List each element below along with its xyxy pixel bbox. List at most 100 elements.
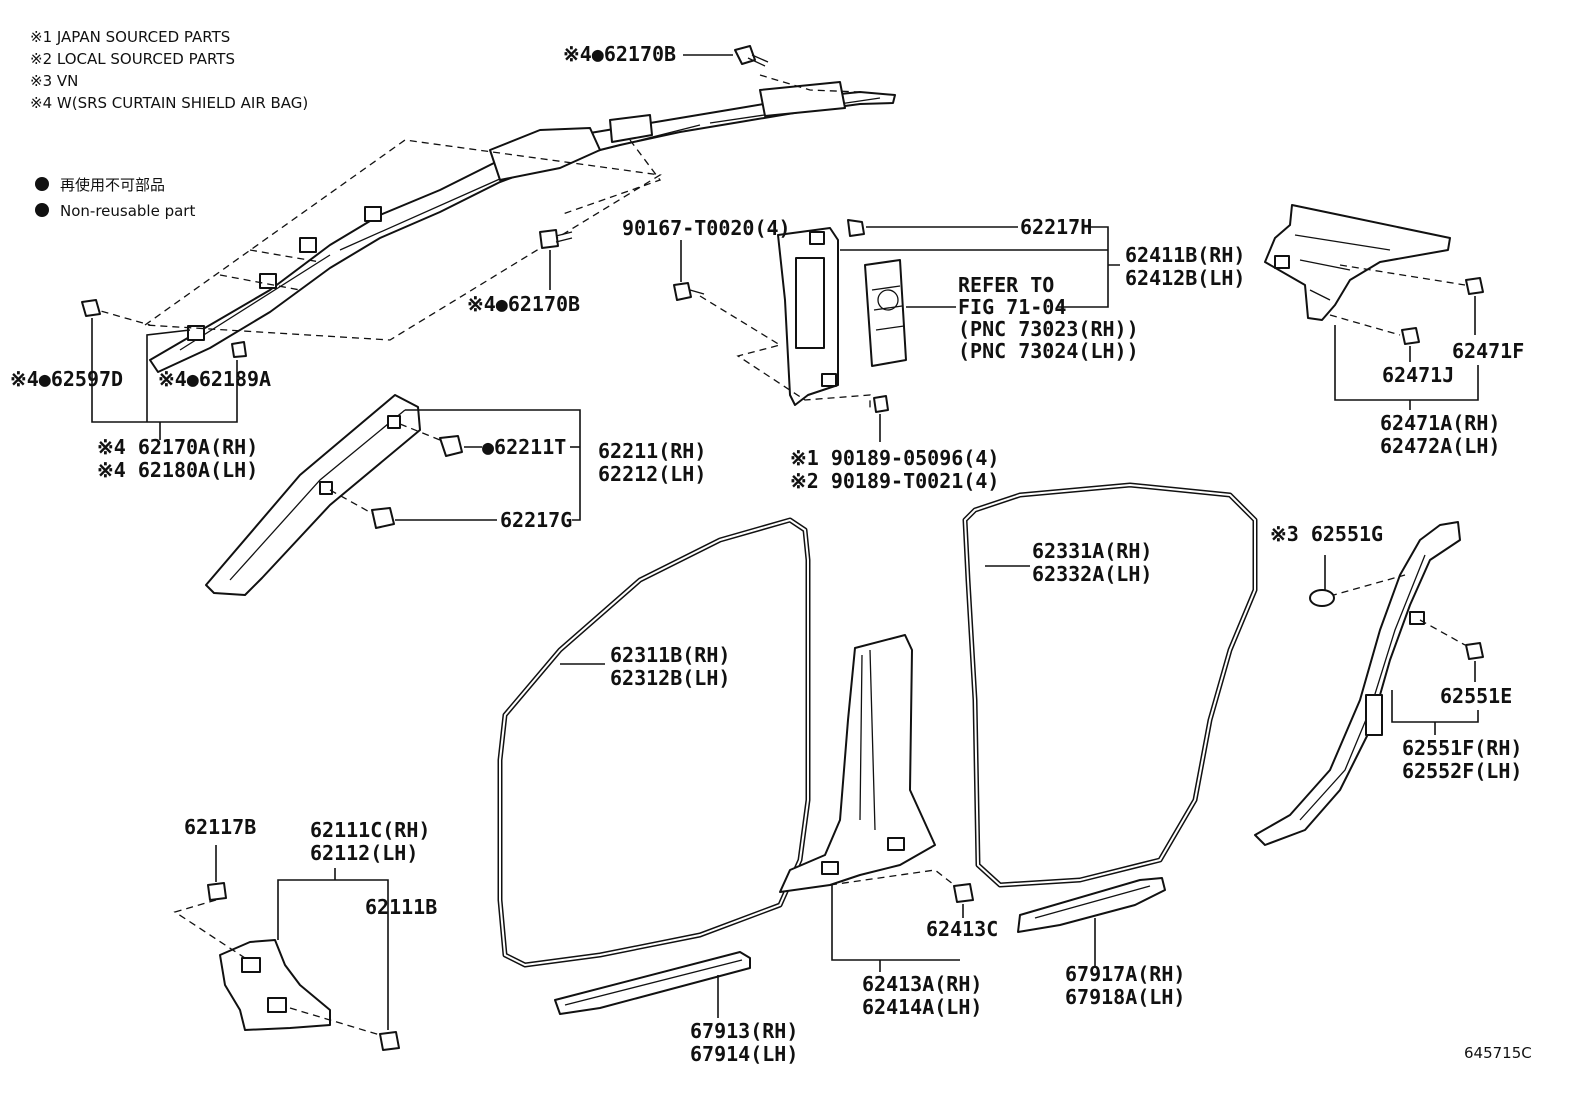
callout-62170B-top: ※4●62170B bbox=[563, 42, 676, 66]
airbag-guide-dashes bbox=[143, 139, 662, 341]
callout-62414A: 62414A(LH) bbox=[862, 995, 982, 1019]
roof-side-garnish-body bbox=[1264, 204, 1451, 321]
garnish-clip-seat-icon bbox=[387, 415, 401, 429]
note-srs-curtain: ※4 W(SRS CURTAIN SHIELD AIR BAG) bbox=[30, 94, 308, 112]
airbag-bracket-icon bbox=[609, 114, 653, 143]
clip-62413C-icon bbox=[953, 883, 974, 903]
legend-dot-icon bbox=[35, 203, 49, 217]
quarter-pillar-garnish-body bbox=[1254, 521, 1461, 846]
legend-dot-icon bbox=[35, 177, 49, 191]
callout-62413A: 62413A(RH) bbox=[862, 972, 982, 996]
garnish-bracket-icon bbox=[1365, 694, 1383, 736]
callout-90189-jp: ※1 90189-05096(4) bbox=[790, 446, 999, 470]
screw-90167-icon bbox=[673, 282, 692, 301]
bolt-62170B-mid-icon bbox=[539, 229, 573, 249]
refer-pnc-lh-text: (PNC 73024(LH)) bbox=[958, 339, 1139, 363]
pillar-clip-seat-icon bbox=[821, 861, 839, 875]
leader-bracket bbox=[91, 318, 238, 440]
callout-67913: 67913(RH) bbox=[690, 1019, 798, 1043]
nut-90189-icon bbox=[873, 395, 889, 413]
callout-62597D: ※4●62597D bbox=[10, 367, 123, 391]
refer-to-text: REFER TO bbox=[958, 273, 1054, 297]
callout-62471A: 62471A(RH) bbox=[1380, 411, 1500, 435]
notes-block: ※1 JAPAN SOURCED PARTS ※2 LOCAL SOURCED … bbox=[30, 28, 308, 112]
center-pillar-lower-garnish bbox=[779, 634, 936, 893]
leader-bracket bbox=[277, 868, 389, 1030]
callout-62552F: 62552F(LH) bbox=[1402, 759, 1522, 783]
callout-62211T: ●62211T bbox=[482, 435, 566, 459]
callout-62412B: 62412B(LH) bbox=[1125, 266, 1245, 290]
airbag-tab-icon bbox=[299, 237, 317, 253]
clip-62111B-icon bbox=[379, 1031, 400, 1051]
pillar-lower-edge bbox=[859, 649, 876, 831]
callout-62551F: 62551F(RH) bbox=[1402, 736, 1522, 760]
note-vn: ※3 VN bbox=[30, 72, 78, 90]
trim-clip-seat-icon bbox=[241, 957, 261, 973]
callout-62551G: ※3 62551G bbox=[1270, 522, 1383, 546]
callout-67918A: 67918A(LH) bbox=[1065, 985, 1185, 1009]
leader-bracket bbox=[840, 226, 1120, 308]
roof-side-garnish-rear bbox=[1264, 204, 1451, 321]
front-pillar-garnish bbox=[205, 394, 421, 596]
center-pillar-lower-body bbox=[779, 634, 936, 893]
callout-62189A: ※4●62189A bbox=[158, 367, 271, 391]
front-weatherstrip-outline bbox=[497, 517, 811, 968]
bolt-guide-dashes bbox=[759, 74, 861, 93]
refer-fig-text: FIG 71-04 bbox=[958, 295, 1066, 319]
front-scuff-plate bbox=[554, 951, 751, 1015]
bolt-62170B-top-icon bbox=[734, 45, 769, 67]
diagram-id: 645715C bbox=[1464, 1044, 1532, 1062]
clip-62551E-icon bbox=[1465, 642, 1484, 660]
cowl-side-trim bbox=[219, 939, 331, 1031]
callout-62471J: 62471J bbox=[1382, 363, 1454, 387]
clip-guide-dashes bbox=[1329, 574, 1466, 646]
callout-62180A: ※4 62180A(LH) bbox=[97, 458, 258, 482]
callout-62217H: 62217H bbox=[1020, 215, 1092, 239]
clip-62217G-icon bbox=[371, 507, 395, 529]
garnish-ribs bbox=[1294, 234, 1391, 301]
curtain-airbag-assembly bbox=[89, 74, 896, 373]
callout-62211: 62211(RH) bbox=[598, 439, 706, 463]
clip-guide-dashes bbox=[89, 307, 151, 326]
callout-62112: 62112(LH) bbox=[310, 841, 418, 865]
pillar-clip-seat-icon bbox=[821, 373, 837, 387]
center-pillar-upper-garnish bbox=[777, 227, 839, 406]
callout-62111C: 62111C(RH) bbox=[310, 818, 430, 842]
callout-62170B-mid: ※4●62170B bbox=[467, 292, 580, 316]
note-local-sourced: ※2 LOCAL SOURCED PARTS bbox=[30, 50, 235, 68]
rear-door-weatherstrip bbox=[962, 482, 1258, 888]
airbag-end-bracket-icon bbox=[759, 81, 846, 117]
refer-pnc-rh-text: (PNC 73023(RH)) bbox=[958, 317, 1139, 341]
scuff-plate-edge bbox=[1034, 885, 1151, 919]
garnish-clip-seat-icon bbox=[319, 481, 333, 495]
cowl-side-trim-body bbox=[219, 939, 331, 1031]
pillar-clip-seat-icon bbox=[809, 231, 825, 245]
callout-62551E: 62551E bbox=[1440, 684, 1512, 708]
callout-67914: 67914(LH) bbox=[690, 1042, 798, 1066]
callout-62170A: ※4 62170A(RH) bbox=[97, 435, 258, 459]
pillar-window-cutout bbox=[795, 257, 825, 349]
clip-62551G-icon bbox=[1309, 589, 1335, 607]
callout-67917A: 67917A(RH) bbox=[1065, 962, 1185, 986]
clip-62189A-icon bbox=[231, 341, 247, 358]
leader-bracket bbox=[405, 409, 581, 521]
clip-guide-dashes bbox=[173, 899, 381, 1036]
clip-62217H-icon bbox=[847, 219, 865, 237]
callout-62411B: 62411B(RH) bbox=[1125, 243, 1245, 267]
leader-bracket bbox=[1391, 690, 1479, 735]
callout-90189-local: ※2 90189-T0021(4) bbox=[790, 469, 999, 493]
airbag-tab-icon bbox=[259, 273, 277, 289]
clip-guide-dashes bbox=[1329, 264, 1466, 336]
legend-en-text: Non-reusable part bbox=[60, 202, 195, 220]
screw-guide-dashes bbox=[699, 295, 871, 410]
callout-62117B: 62117B bbox=[184, 815, 256, 839]
callout-90167: 90167-T0020(4) bbox=[622, 216, 791, 240]
legend-block: 再使用不可部品 Non-reusable part bbox=[35, 176, 195, 220]
clip-guide-dashes bbox=[829, 869, 959, 889]
clip-62117B-icon bbox=[207, 882, 227, 901]
callout-62332A: 62332A(LH) bbox=[1032, 562, 1152, 586]
callout-62212: 62212(LH) bbox=[598, 462, 706, 486]
leader-bracket bbox=[831, 885, 960, 972]
seat-belt-adjuster-icon bbox=[864, 259, 907, 367]
callout-62111B: 62111B bbox=[365, 895, 437, 919]
